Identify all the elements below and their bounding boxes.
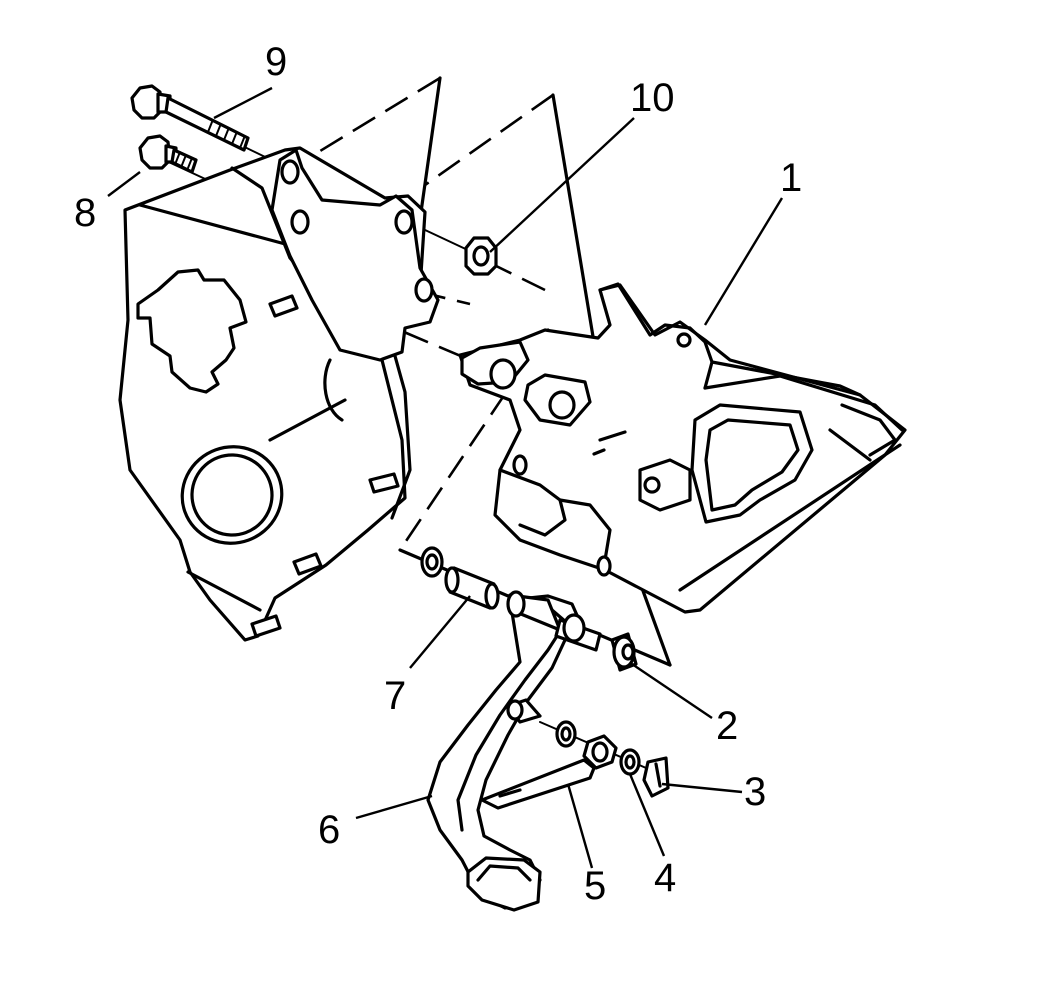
callout-4: 4	[654, 856, 677, 900]
callout-1: 1	[780, 156, 803, 200]
pivot-bushings	[420, 546, 638, 672]
callout-7: 7	[384, 674, 407, 718]
bolt-short	[138, 134, 198, 174]
pedal-bracket-assembly	[458, 282, 907, 614]
brake-pedal	[426, 590, 602, 912]
nut-flange	[464, 236, 498, 276]
push-rod	[480, 734, 618, 810]
washers-and-clip	[555, 720, 670, 798]
callout-8: 8	[74, 191, 97, 235]
callout-9: 9	[265, 40, 288, 84]
callout-2: 2	[716, 704, 739, 748]
callout-3: 3	[744, 770, 767, 814]
mounting-bracket	[270, 148, 440, 362]
callout-5: 5	[584, 864, 607, 908]
callout-10: 10	[630, 76, 675, 120]
callout-6: 6	[318, 808, 341, 852]
callout-leaders	[107, 86, 784, 869]
bolt-long	[130, 84, 250, 152]
